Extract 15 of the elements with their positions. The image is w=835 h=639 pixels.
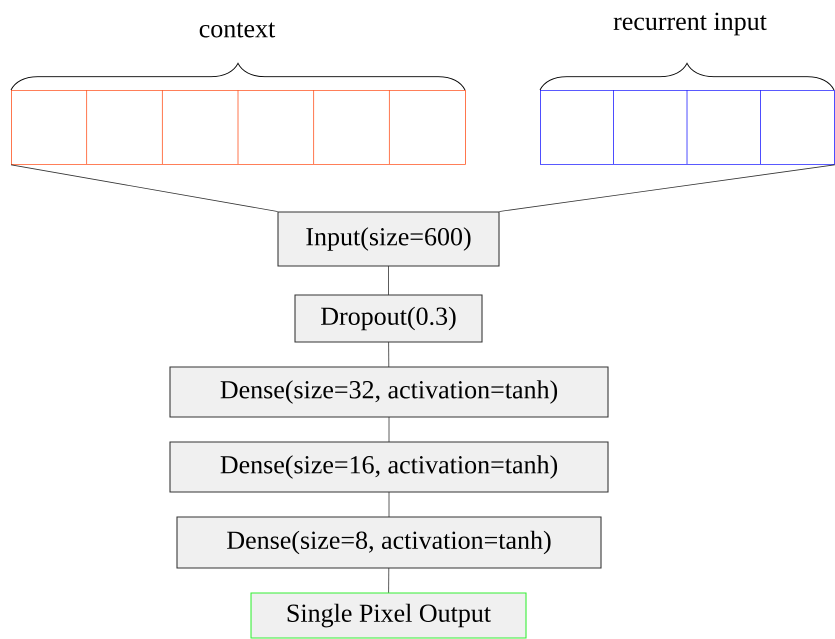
layer-box: Input(size=600)	[277, 211, 500, 267]
connector-line	[388, 492, 390, 517]
layer-box: Dense(size=32, activation=tanh)	[169, 366, 609, 418]
layer-box: Dense(size=16, activation=tanh)	[169, 441, 609, 493]
connector-line	[388, 417, 390, 442]
connector-line	[10, 164, 278, 212]
connector-line	[388, 266, 389, 295]
group-label: recurrent input	[614, 12, 767, 36]
connector-line	[499, 164, 835, 212]
layer-box: Single Pixel Output	[250, 592, 527, 639]
layer-box: Dropout(0.3)	[294, 294, 483, 343]
connector-line	[388, 342, 390, 367]
connector-line	[388, 568, 390, 593]
layer-box: Dense(size=8, activation=tanh)	[176, 516, 602, 569]
group-label: context	[200, 22, 276, 38]
